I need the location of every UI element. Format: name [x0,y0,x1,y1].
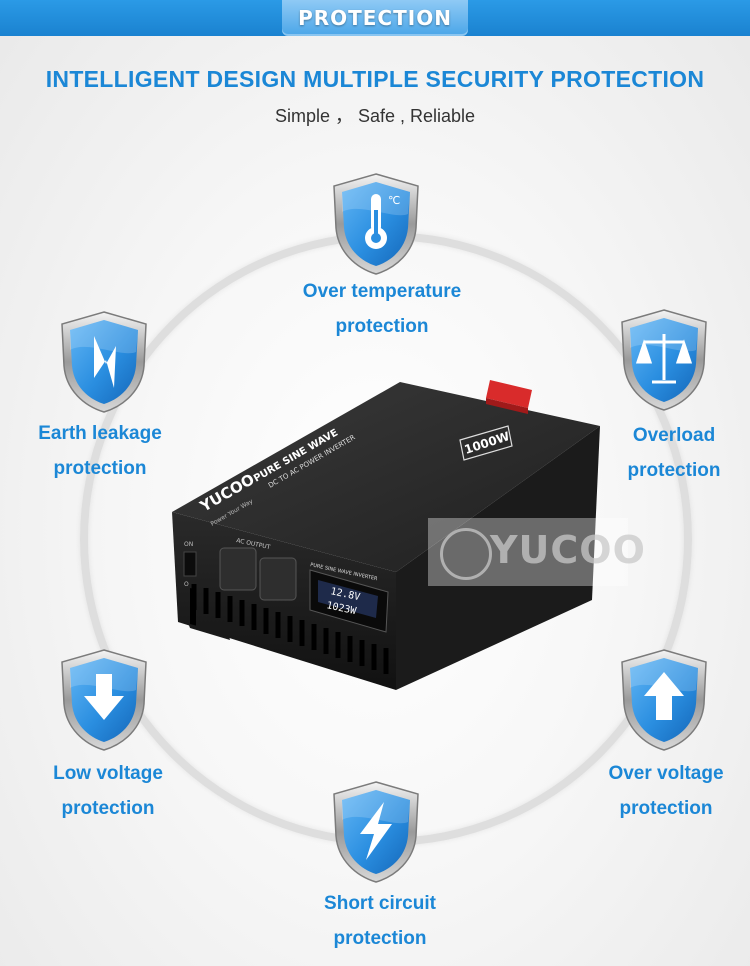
arrow-down-icon [84,674,124,720]
celsius-unit: ℃ [388,194,400,207]
earth-leakage-label: Earth leakage protection [38,423,162,479]
lightning-icon [360,802,392,860]
shield-over-voltage [618,648,710,752]
shield-earth-leakage [58,310,150,414]
svg-text:ON: ON [184,541,193,548]
scale-icon [635,334,693,384]
watermark-logo-icon [440,528,492,580]
page-headline: INTELLIGENT DESIGN MULTIPLE SECURITY PRO… [45,66,705,92]
thermometer-icon [365,194,387,249]
svg-text:O: O [184,581,189,588]
watermark-text: YUCOO [490,528,646,572]
over-temperature-label: Over temperature protection [302,281,462,337]
banner-title: PROTECTION [298,6,452,30]
shield-over-temperature: ℃ [330,172,422,276]
page-subline: Simple ， Safe , Reliable [274,106,476,126]
ac-outlet-right-icon [259,557,297,601]
over-voltage-label: Over voltage protection [608,763,724,819]
short-circuit-label: Short circuit protection [324,893,436,949]
inverter-device: ON O AC OUTPUT PURE SINE WAVE INVERTER 1… [160,360,610,700]
power-switch-icon [183,551,197,577]
ac-outlet-left-icon [219,547,257,591]
overload-label: Overload protection [627,425,721,481]
shield-overload [618,308,710,412]
low-voltage-label: Low voltage protection [53,763,163,819]
leakage-bolt-icon [94,336,116,388]
shield-low-voltage [58,648,150,752]
banner-tab [282,0,468,36]
shield-short-circuit [330,780,422,884]
arrow-up-icon [644,672,684,720]
